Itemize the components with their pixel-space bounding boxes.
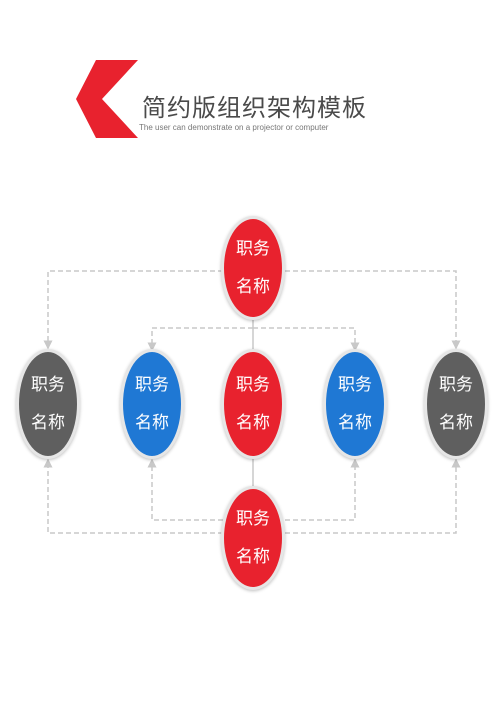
connector-inner-right bbox=[253, 327, 360, 352]
connector-bottom-inner-left bbox=[147, 458, 223, 521]
connector-bottom-outer-right bbox=[285, 458, 461, 534]
connector-bottom-inner-right bbox=[285, 458, 360, 521]
org-node-right-inner: 职务名称 bbox=[323, 349, 387, 459]
page-title: 简约版组织架构模板 bbox=[142, 94, 367, 122]
page-subtitle: The user can demonstrate on a projector … bbox=[139, 123, 329, 132]
org-node-top: 职务名称 bbox=[221, 216, 285, 320]
brand-logo-icon bbox=[76, 60, 138, 138]
org-node-bottom: 职务名称 bbox=[221, 486, 285, 590]
org-node-left-inner: 职务名称 bbox=[120, 349, 184, 459]
connector-top-outer-left bbox=[43, 270, 223, 350]
org-node-center: 职务名称 bbox=[221, 349, 285, 459]
connector-top-outer-right bbox=[285, 270, 461, 350]
connector-bottom-outer-left bbox=[43, 458, 223, 534]
org-node-right-outer: 职务名称 bbox=[424, 349, 488, 459]
connector-inner-left bbox=[147, 327, 253, 352]
org-node-left-outer: 职务名称 bbox=[16, 349, 80, 459]
